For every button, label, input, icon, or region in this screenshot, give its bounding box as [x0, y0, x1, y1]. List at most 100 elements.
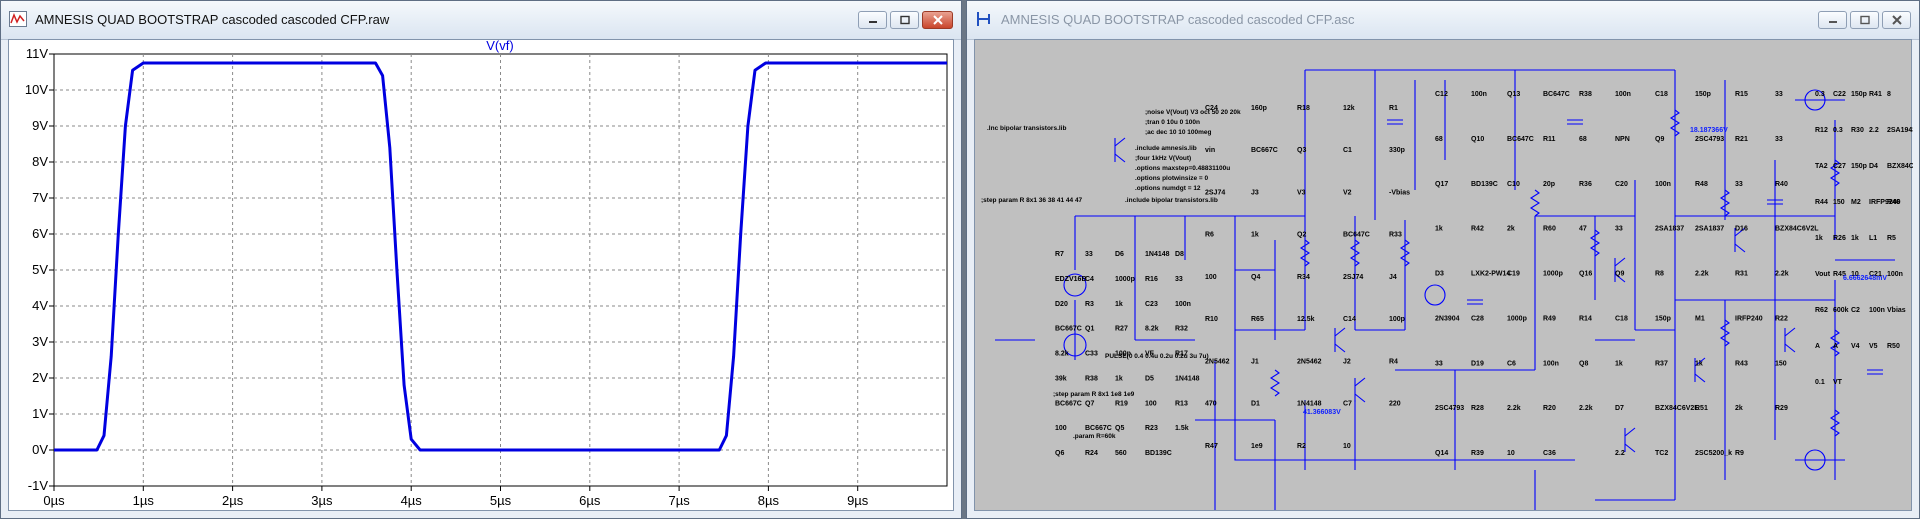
component-label[interactable]: EDZV16B [1055, 276, 1087, 283]
component-label[interactable]: 1k [1435, 226, 1443, 233]
component-label[interactable]: 33 [1435, 360, 1443, 367]
component-label[interactable]: C14 [1343, 316, 1356, 323]
close-button[interactable] [922, 11, 953, 29]
component-label[interactable]: 100n [1887, 271, 1903, 278]
component-label[interactable]: 1.5k [1175, 425, 1189, 432]
spice-directive[interactable]: ;step param R 8x1 36 38 41 44 47 [981, 197, 1083, 204]
component-label[interactable]: R62 [1815, 307, 1828, 314]
component-label[interactable]: 8.2k [1055, 351, 1069, 358]
component-label[interactable]: 100p [1115, 351, 1131, 358]
component-label[interactable]: R11 [1543, 136, 1556, 143]
component-label[interactable]: 100 [1145, 400, 1157, 407]
component-label[interactable]: 33 [1735, 181, 1743, 188]
component-label[interactable]: C1 [1343, 147, 1352, 154]
component-label[interactable]: R46 [1887, 199, 1900, 206]
component-label[interactable]: C33 [1085, 351, 1098, 358]
component-label[interactable]: Q5 [1115, 425, 1124, 432]
component-label[interactable]: 47 [1579, 226, 1587, 233]
component-label[interactable]: Vout [1815, 271, 1831, 278]
component-label[interactable]: 1e9 [1251, 443, 1263, 450]
spice-directive[interactable]: .options plotwinsize = 0 [1135, 175, 1209, 182]
component-label[interactable]: J3 [1251, 189, 1259, 196]
component-label[interactable]: J1 [1251, 358, 1259, 365]
component-label[interactable]: 100n [1869, 307, 1885, 314]
component-label[interactable]: Q7 [1085, 400, 1094, 407]
component-label[interactable]: R27 [1115, 326, 1128, 333]
component-label[interactable]: 2.2k [1695, 271, 1709, 278]
component-label[interactable]: M2 [1851, 199, 1861, 206]
component-label[interactable]: R5 [1887, 235, 1896, 242]
component-label[interactable]: 33 [1775, 136, 1783, 143]
component-label[interactable]: 100n [1471, 91, 1487, 98]
component-label[interactable]: J4 [1389, 274, 1397, 281]
component-label[interactable]: R26 [1833, 235, 1846, 242]
component-label[interactable]: R1 [1389, 105, 1398, 112]
component-label[interactable]: 10 [1507, 450, 1515, 457]
component-label[interactable]: R21 [1735, 136, 1748, 143]
component-label[interactable]: R38 [1085, 375, 1098, 382]
component-label[interactable]: Q9 [1655, 136, 1664, 143]
component-label[interactable]: Q3 [1297, 147, 1306, 154]
component-label[interactable]: BZX84C6V2L [1655, 405, 1699, 412]
maximize-button[interactable] [890, 11, 919, 29]
component-label[interactable]: D16 [1735, 226, 1748, 233]
component-label[interactable]: V4 [1851, 343, 1860, 350]
component-label[interactable]: R50 [1887, 343, 1900, 350]
component-label[interactable]: 100n [1655, 181, 1671, 188]
component-label[interactable]: C23 [1145, 301, 1158, 308]
component-label[interactable]: R36 [1579, 181, 1592, 188]
spice-directive[interactable]: ;tran 0 10u 0 100n [1145, 119, 1200, 126]
component-label[interactable]: R49 [1543, 315, 1556, 322]
component-label[interactable]: 1k [1695, 360, 1703, 367]
component-label[interactable]: 2.2k [1507, 405, 1521, 412]
component-label[interactable]: R3 [1085, 301, 1094, 308]
component-label[interactable]: R12 [1815, 127, 1828, 134]
component-label[interactable]: R23 [1145, 425, 1158, 432]
component-label[interactable]: 1k [1615, 360, 1623, 367]
component-label[interactable]: Q4 [1251, 274, 1260, 281]
component-label[interactable]: TC2 [1655, 450, 1668, 457]
component-label[interactable]: IRFP9240 [1869, 199, 1901, 206]
component-label[interactable]: 12k [1343, 105, 1355, 112]
component-label[interactable]: 2.2k [1775, 271, 1789, 278]
component-label[interactable]: R60 [1543, 226, 1556, 233]
component-label[interactable]: R31 [1735, 271, 1748, 278]
component-label[interactable]: Q9 [1615, 271, 1624, 278]
component-label[interactable]: BC647C [1543, 91, 1570, 98]
component-label[interactable]: R65 [1251, 316, 1264, 323]
component-label[interactable]: VF [1145, 351, 1155, 358]
component-label[interactable]: 33 [1175, 276, 1183, 283]
component-label[interactable]: R19 [1115, 400, 1128, 407]
component-label[interactable]: R16 [1145, 276, 1158, 283]
component-label[interactable]: C7 [1343, 401, 1352, 408]
component-label[interactable]: BC667C [1055, 326, 1082, 333]
component-label[interactable]: BC667C [1251, 147, 1278, 154]
component-label[interactable]: 0.1 [1815, 379, 1825, 386]
component-label[interactable]: 220 [1389, 401, 1401, 408]
component-label[interactable]: 100 [1205, 274, 1217, 281]
component-label[interactable]: Q16 [1579, 271, 1592, 278]
component-label[interactable]: 2SC4793 [1695, 136, 1724, 143]
component-label[interactable]: 2k [1735, 405, 1743, 412]
component-label[interactable]: 160p [1251, 105, 1267, 112]
component-label[interactable]: R9 [1735, 450, 1744, 457]
component-label[interactable]: vin [1205, 147, 1215, 154]
component-label[interactable]: R8 [1655, 271, 1664, 278]
component-label[interactable]: C18 [1655, 91, 1668, 98]
spice-directive[interactable]: PULSE(0 0.4 0.4u 0.2u 0.2u 3u 7u) [1105, 353, 1209, 360]
component-label[interactable]: D5 [1145, 375, 1154, 382]
component-label[interactable]: R20 [1543, 405, 1556, 412]
component-label[interactable]: D7 [1615, 405, 1624, 412]
component-label[interactable]: R33 [1389, 232, 1402, 239]
component-label[interactable]: C6 [1507, 360, 1516, 367]
component-label[interactable]: 68 [1579, 136, 1587, 143]
component-label[interactable]: 150 [1833, 199, 1845, 206]
component-label[interactable]: M1 [1695, 315, 1705, 322]
component-label[interactable]: 8.2k [1145, 326, 1159, 333]
component-label[interactable]: 2N3904 [1435, 315, 1460, 322]
component-label[interactable]: 0.3 [1815, 91, 1825, 98]
component-label[interactable]: 330p [1389, 147, 1405, 154]
component-label[interactable]: 33 [1085, 251, 1093, 258]
